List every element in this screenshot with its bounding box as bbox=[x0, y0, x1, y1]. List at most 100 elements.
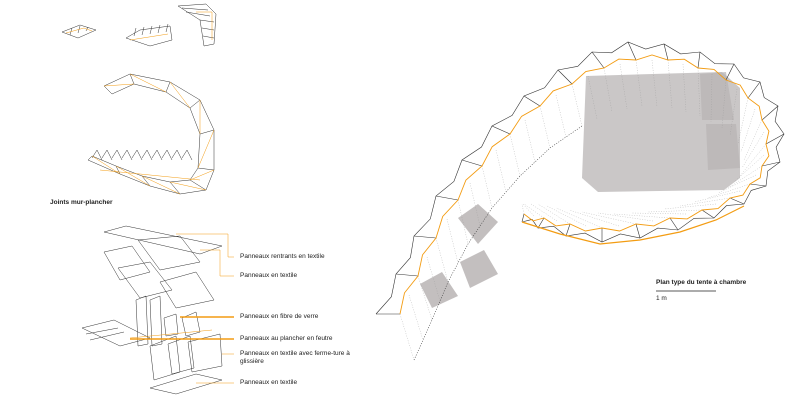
line-segment bbox=[87, 73, 215, 195]
label-fibre-verre: Panneaux en fibre de verre bbox=[240, 313, 319, 320]
line-segment bbox=[663, 43, 669, 61]
line-segment bbox=[129, 73, 167, 93]
line-segment bbox=[495, 149, 507, 193]
line-segment bbox=[169, 181, 207, 191]
line-segment bbox=[710, 73, 713, 123]
line-segment bbox=[737, 97, 749, 145]
line-segment bbox=[693, 190, 741, 203]
line-segment bbox=[747, 81, 761, 99]
line-segment bbox=[375, 41, 785, 315]
line-segment bbox=[189, 169, 215, 181]
line-segment bbox=[743, 119, 763, 161]
line-segment bbox=[189, 179, 207, 191]
line-segment bbox=[121, 149, 133, 161]
line-segment bbox=[591, 51, 605, 69]
line-segment bbox=[651, 59, 658, 108]
label-rentrants: Panneaux rentrants en textile bbox=[240, 253, 325, 260]
line-segment bbox=[635, 223, 641, 239]
line-segment bbox=[199, 129, 215, 135]
line-segment bbox=[539, 105, 551, 149]
line-segment bbox=[765, 133, 785, 145]
line-segment bbox=[565, 223, 571, 237]
line-segment bbox=[530, 203, 558, 222]
line-segment bbox=[524, 119, 536, 163]
line-segment bbox=[435, 237, 449, 283]
floor-area bbox=[700, 72, 734, 120]
line-segment bbox=[91, 149, 103, 161]
line-segment bbox=[129, 73, 135, 85]
line-segment bbox=[181, 149, 193, 161]
line-segment bbox=[729, 88, 738, 137]
line-segment bbox=[733, 154, 765, 183]
line-segment bbox=[426, 256, 441, 302]
line-segment bbox=[413, 125, 583, 361]
line-segment bbox=[115, 165, 151, 187]
joints-caption: Joints mur-plancher bbox=[50, 199, 113, 206]
line-segment bbox=[165, 81, 171, 93]
line-segment bbox=[115, 165, 121, 175]
line-segment bbox=[741, 131, 765, 169]
line-segment bbox=[761, 161, 781, 167]
line-segment bbox=[521, 213, 525, 223]
line-segment bbox=[669, 217, 679, 231]
line-segment bbox=[491, 125, 511, 135]
line-segment bbox=[197, 167, 215, 171]
line-segment bbox=[435, 195, 459, 201]
line-segment bbox=[101, 149, 113, 161]
line-segment bbox=[557, 69, 573, 85]
floor-area bbox=[458, 204, 498, 244]
line-segment bbox=[141, 175, 181, 195]
label-plancher-feutre: Panneaux au plancher en feutre bbox=[240, 335, 333, 342]
line-segment bbox=[523, 203, 545, 219]
line-segment bbox=[521, 205, 745, 245]
line-segment bbox=[417, 275, 433, 321]
line-segment bbox=[740, 108, 756, 153]
line-segment bbox=[581, 211, 637, 225]
exploded-view bbox=[81, 225, 223, 395]
line-segment bbox=[461, 159, 483, 167]
line-segment bbox=[729, 197, 745, 205]
small-model-3 bbox=[177, 3, 217, 47]
line-segment bbox=[546, 205, 587, 227]
line-segment bbox=[509, 133, 521, 177]
floor-area bbox=[582, 72, 740, 192]
line-segment bbox=[739, 143, 767, 177]
line-segment bbox=[521, 203, 525, 215]
line-segment bbox=[197, 129, 215, 169]
line-segment bbox=[613, 213, 671, 219]
line-segment bbox=[99, 169, 201, 181]
line-segment bbox=[522, 203, 535, 217]
line-segment bbox=[151, 149, 163, 161]
line-segment bbox=[111, 149, 123, 161]
line-segment bbox=[667, 59, 673, 109]
floor-area bbox=[460, 250, 498, 288]
line-segment bbox=[457, 199, 469, 245]
line-segment bbox=[697, 67, 701, 117]
line-segment bbox=[627, 41, 637, 61]
line-segment bbox=[169, 181, 181, 195]
line-segment bbox=[727, 165, 763, 189]
line-segment bbox=[647, 209, 703, 213]
line-segment bbox=[399, 313, 415, 361]
scale-label: 1 m bbox=[656, 295, 667, 302]
plan-title: Plan type du tente à chambre bbox=[656, 279, 747, 286]
line-segment bbox=[568, 209, 620, 227]
line-segment bbox=[408, 294, 424, 341]
line-segment bbox=[169, 81, 191, 109]
plan-floor-areas bbox=[420, 72, 740, 308]
label-textile-1: Panneaux en textile bbox=[240, 272, 298, 279]
small-model-1 bbox=[61, 24, 97, 39]
line-segment bbox=[87, 155, 93, 161]
floor-area bbox=[420, 272, 458, 308]
line-segment bbox=[103, 85, 113, 95]
line-segment bbox=[189, 99, 201, 109]
leader-lines bbox=[130, 233, 234, 384]
small-model-2 bbox=[125, 23, 173, 47]
line-segment bbox=[697, 51, 701, 69]
line-segment bbox=[537, 203, 571, 225]
line-segment bbox=[717, 174, 757, 194]
line-segment bbox=[555, 207, 603, 229]
line-segment bbox=[555, 94, 567, 138]
line-segment bbox=[395, 273, 419, 277]
